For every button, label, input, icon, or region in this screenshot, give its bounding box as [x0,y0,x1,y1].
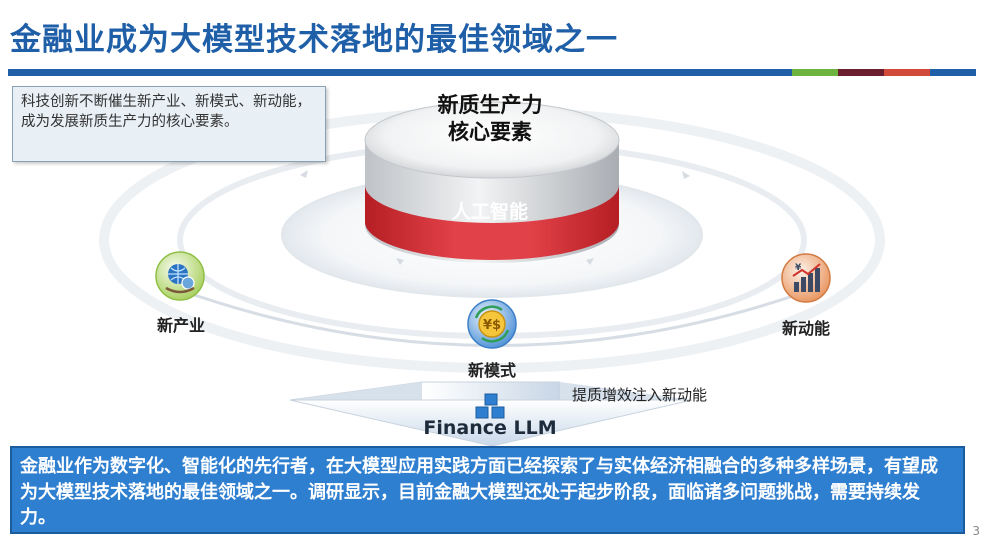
node-new-industry: 新产业 [146,250,216,340]
node-new-industry-label: 新产业 [156,316,205,335]
page-title: 金融业成为大模型技术落地的最佳领域之一 [10,22,618,58]
core-title-line2: 核心要素 [448,120,532,144]
summary-banner-text: 金融业作为数字化、智能化的先行者，在大模型应用实践方面已经探索了与实体经济相融合… [20,456,938,528]
growth-chart-icon: ¥ [781,253,831,303]
page-number: 3 [972,524,980,538]
finance-llm-label: Finance LLM [423,417,557,439]
intro-callout: 科技创新不断催生新产业、新模式、新动能，成为发展新质生产力的核心要素。 [12,86,326,162]
currency-exchange-icon: ¥$ [467,299,517,349]
core-element-title: 新质生产力 核心要素 [380,92,600,146]
node-new-momentum-label: 新动能 [781,319,830,338]
node-new-model: ¥$ 新模式 [457,298,527,382]
ai-band-label: 人工智能 [451,201,528,223]
globe-gear-icon [155,251,205,301]
cube-stack-icon [475,393,505,419]
svg-text:¥$: ¥$ [483,318,501,333]
node-new-momentum: ¥ 新动能 [770,252,842,342]
svg-text:¥: ¥ [795,263,802,273]
core-title-line1: 新质生产力 [437,93,543,117]
node-new-model-label: 新模式 [467,361,516,380]
funnel-note: 提质增效注入新动能 [572,386,708,404]
intro-callout-text: 科技创新不断催生新产业、新模式、新动能，成为发展新质生产力的核心要素。 [21,94,311,130]
summary-banner: 金融业作为数字化、智能化的先行者，在大模型应用实践方面已经探索了与实体经济相融合… [10,446,965,534]
title-rule [8,69,976,76]
